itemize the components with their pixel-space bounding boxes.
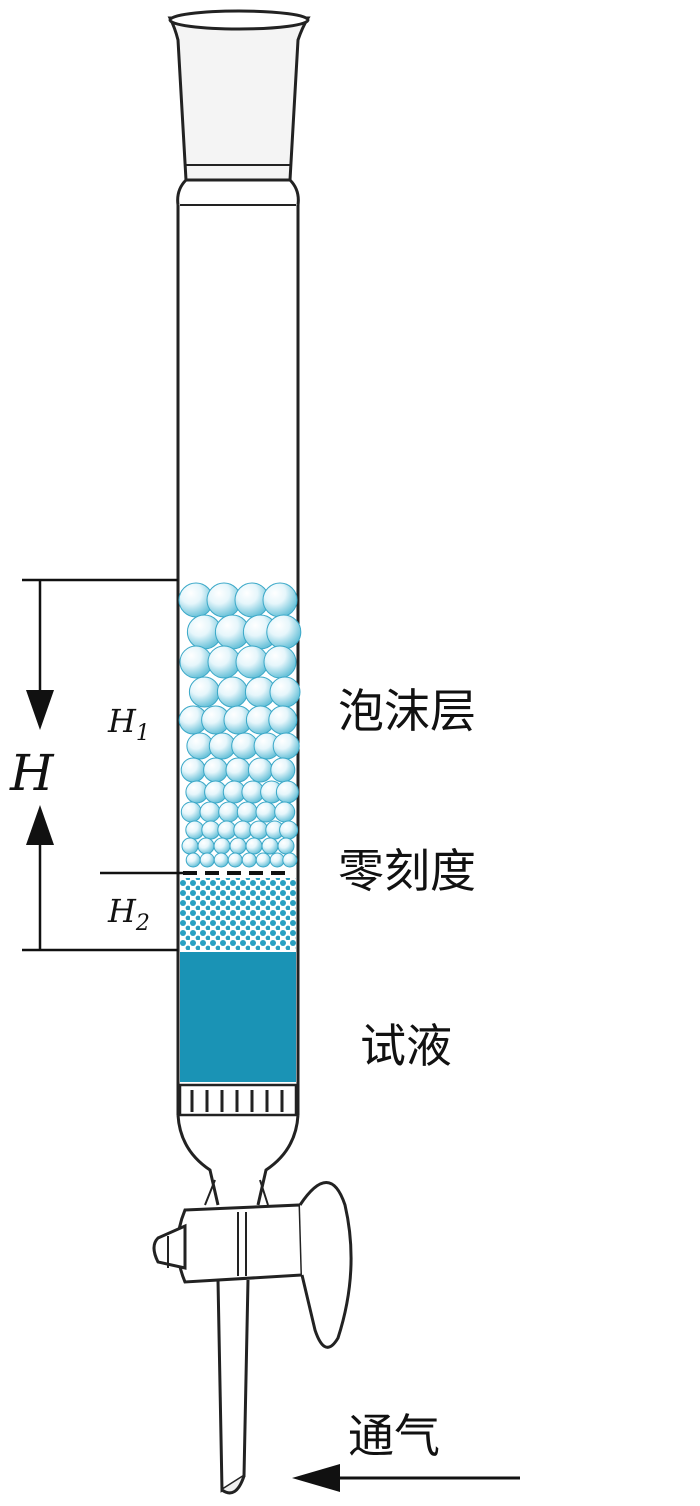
top-joint-rim <box>168 9 310 31</box>
foam-bubble <box>261 837 279 855</box>
foam-bubble <box>213 852 229 868</box>
stopcock[interactable] <box>152 1179 353 1349</box>
foam-bubble <box>233 820 253 840</box>
outlet-stem <box>216 1279 250 1493</box>
stopcock-knob <box>152 1223 187 1270</box>
fine-foam-band <box>180 878 296 950</box>
foam-bubble <box>263 645 297 679</box>
foam-bubble <box>272 732 300 760</box>
foam-bubble <box>203 757 229 783</box>
foam-bubble <box>216 676 248 708</box>
foam-bubble <box>235 645 269 679</box>
arrow-down-icon <box>26 690 54 730</box>
foam-bubble <box>282 852 298 868</box>
gas-inlet-label: 通气 <box>348 1409 440 1463</box>
foam-bubble <box>227 852 243 868</box>
arrow-left-icon <box>292 1464 340 1492</box>
top-joint <box>167 16 311 182</box>
foam-bubble <box>197 837 215 855</box>
foam-bubble <box>241 852 257 868</box>
foam-bubble <box>270 757 296 783</box>
foam-layer-label: 泡沫层 <box>338 684 476 738</box>
foam-bubble <box>269 676 301 708</box>
glass-frit <box>178 1083 298 1117</box>
foam-bubble <box>180 801 202 823</box>
stopcock-handle <box>298 1181 353 1349</box>
foam-bubble <box>199 801 221 823</box>
foam-bubble <box>185 820 205 840</box>
height-H-label: H <box>9 744 55 802</box>
foam-bubble <box>236 801 258 823</box>
foam-bubble <box>185 852 201 868</box>
stopcock-barrel <box>176 1203 304 1284</box>
foam-bubble <box>181 837 199 855</box>
foam-bubble <box>275 780 299 804</box>
test-liquid-label: 试液 <box>360 1019 452 1073</box>
arrow-up-icon <box>26 805 54 845</box>
foam-bubble <box>201 820 221 840</box>
foam-bubble <box>245 837 263 855</box>
foam-bubble <box>262 582 298 618</box>
foam-bubble <box>188 676 220 708</box>
foam-bubble <box>179 645 213 679</box>
height-H1-label: H1 <box>107 702 150 746</box>
foam-bubble <box>279 820 299 840</box>
foam-bubble <box>277 837 295 855</box>
height-H2-label: H2 <box>107 892 150 936</box>
foam-bubble <box>213 837 231 855</box>
foam-bubble <box>249 820 269 840</box>
foam-bubble <box>274 801 296 823</box>
foam-bubble <box>268 705 298 735</box>
foam-bubble <box>266 614 302 650</box>
foam-bubble <box>207 645 241 679</box>
foam-bubble <box>255 801 277 823</box>
foam-bubble <box>218 801 240 823</box>
foam-bubble <box>269 852 285 868</box>
test-liquid-fill <box>180 952 296 1082</box>
foam-bubbles <box>178 582 302 868</box>
foam-bubble <box>225 757 251 783</box>
glass-column <box>167 9 311 1495</box>
foam-bubble <box>199 852 215 868</box>
zero-mark-label: 零刻度 <box>338 844 476 898</box>
foam-bubble <box>180 757 206 783</box>
dimension-lines <box>22 578 183 952</box>
foam-bubble <box>217 820 237 840</box>
foam-bubble <box>229 837 247 855</box>
foam-bubble <box>247 757 273 783</box>
foam-bubble <box>255 852 271 868</box>
